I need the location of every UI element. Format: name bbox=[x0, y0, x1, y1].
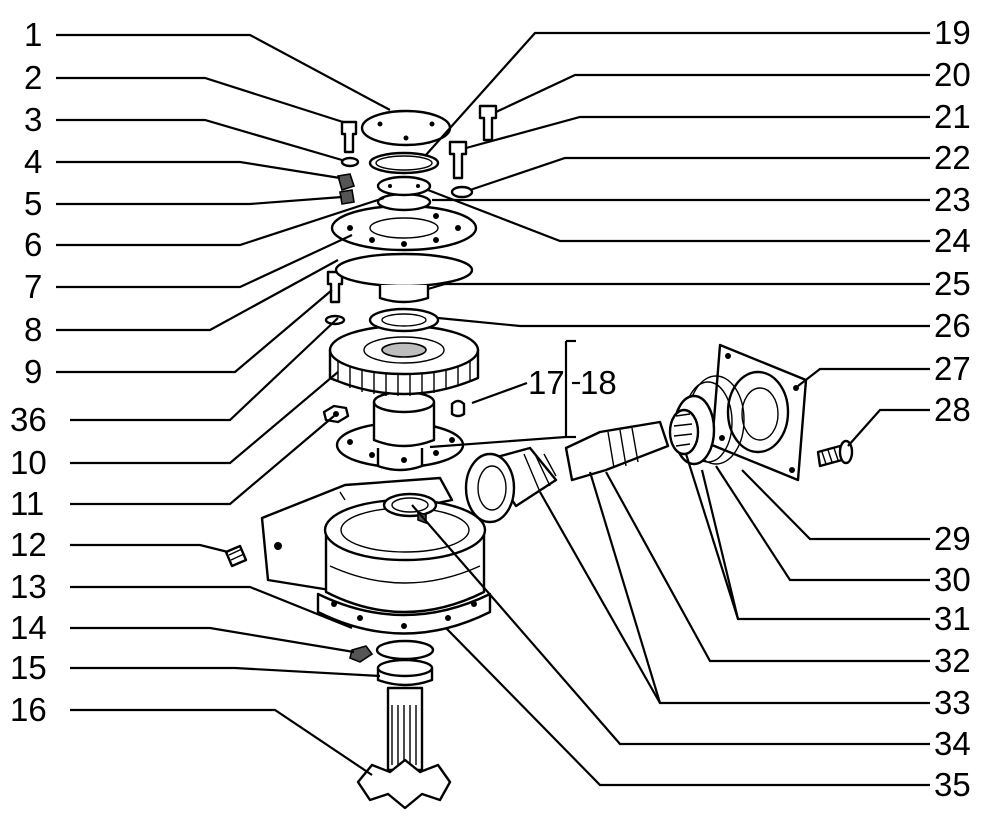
callout-17: 17 bbox=[528, 364, 565, 401]
callout-35: 35 bbox=[934, 766, 971, 803]
callout-33: 33 bbox=[934, 684, 971, 721]
callout-9: 9 bbox=[24, 353, 42, 390]
callout-15: 15 bbox=[10, 649, 47, 686]
callout-28: 28 bbox=[934, 391, 971, 428]
callout-16: 16 bbox=[10, 691, 47, 728]
pinion-assembly bbox=[464, 343, 808, 524]
callout-26: 26 bbox=[934, 307, 971, 344]
small-nut bbox=[349, 645, 374, 663]
washer-3 bbox=[340, 156, 360, 168]
lower-seal bbox=[375, 639, 435, 661]
parts-drawing bbox=[224, 104, 854, 810]
seal-23 bbox=[376, 192, 432, 212]
spur-gear bbox=[328, 324, 480, 396]
callout-30: 30 bbox=[934, 561, 971, 598]
bolt-2 bbox=[340, 120, 358, 154]
callout-24: 24 bbox=[934, 222, 971, 259]
callout-5: 5 bbox=[24, 185, 42, 222]
output-shaft bbox=[386, 686, 424, 772]
plate-24 bbox=[376, 175, 432, 197]
callout-31: 31 bbox=[934, 600, 971, 637]
callout-7: 7 bbox=[24, 268, 42, 305]
callout-6: 6 bbox=[24, 226, 42, 263]
washer-22 bbox=[450, 185, 474, 199]
star-coupling bbox=[356, 758, 452, 810]
callout-2: 2 bbox=[24, 59, 42, 96]
callout-14: 14 bbox=[10, 609, 47, 646]
callout-19: 19 bbox=[934, 14, 971, 51]
dowel-pin bbox=[450, 399, 466, 418]
top-bearing bbox=[368, 307, 440, 333]
callout-11: 11 bbox=[10, 485, 44, 522]
bolt-21 bbox=[448, 140, 468, 180]
callout-34: 34 bbox=[934, 725, 971, 762]
plug-4 bbox=[336, 173, 356, 192]
main-housing bbox=[316, 498, 492, 635]
callout-32: 32 bbox=[934, 642, 971, 679]
callout-18: 18 bbox=[580, 364, 617, 401]
callout-36: 36 bbox=[10, 401, 47, 438]
gear-hub bbox=[372, 400, 436, 448]
plug-5 bbox=[339, 189, 355, 205]
callout-12: 12 bbox=[10, 526, 47, 563]
leader-lines bbox=[56, 31, 930, 787]
callout-1: 1 bbox=[24, 16, 42, 53]
callout-21: 21 bbox=[934, 98, 971, 135]
callout-25: 25 bbox=[934, 265, 971, 302]
callout-20: 20 bbox=[934, 56, 971, 93]
callout-23: 23 bbox=[934, 181, 971, 218]
callout-4: 4 bbox=[24, 143, 42, 180]
callout-labels: 1 2 3 4 5 6 7 8 9 36 10 11 12 13 14 15 1… bbox=[10, 14, 971, 803]
drain-plug bbox=[224, 544, 248, 568]
callout-8: 8 bbox=[24, 311, 42, 348]
callout-22: 22 bbox=[934, 139, 971, 176]
callout-10: 10 bbox=[10, 444, 47, 481]
callout-13: 13 bbox=[10, 568, 47, 605]
bolt-20 bbox=[478, 104, 498, 142]
callout-3: 3 bbox=[24, 101, 42, 138]
top-cover bbox=[330, 204, 478, 304]
callout-27: 27 bbox=[934, 350, 971, 387]
callout-29: 29 bbox=[934, 520, 971, 557]
